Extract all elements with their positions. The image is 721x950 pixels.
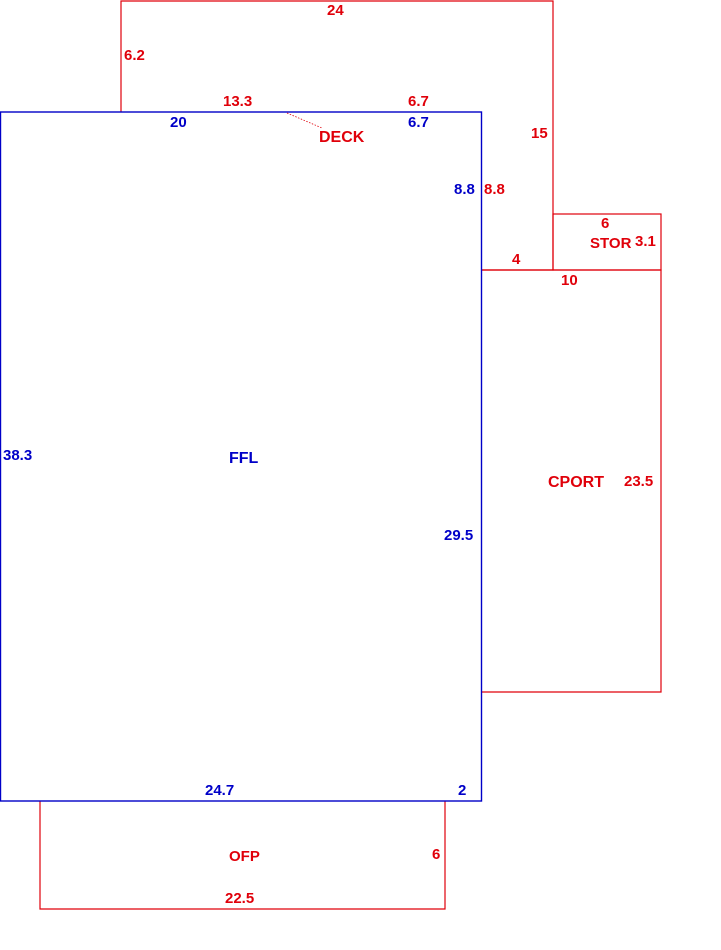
stor-label: STOR [590, 235, 632, 252]
dim-ffl-bottom: 24.7 [205, 782, 234, 799]
dim-ffl-left: 38.3 [3, 447, 32, 464]
dim-stor-top: 6 [601, 215, 609, 232]
dim-deck-top: 24 [327, 2, 344, 19]
dim-deck-lower-right: 8.8 [484, 181, 505, 198]
ofp-label: OFP [229, 848, 260, 865]
dim-deck-step: 4 [512, 251, 521, 268]
dim-deck-right: 15 [531, 125, 548, 142]
dim-stor-right: 3.1 [635, 233, 656, 250]
dim-ffl-top-right: 6.7 [408, 114, 429, 131]
ofp-outline [39, 801, 446, 910]
dim-ffl-right-upper: 8.8 [454, 181, 475, 198]
ffl-outline [0, 111, 483, 802]
dim-cport-right: 23.5 [624, 473, 653, 490]
dim-ffl-bottom-right: 2 [458, 782, 466, 799]
dim-ffl-right-lower: 29.5 [444, 527, 473, 544]
dim-deck-bottom-left: 13.3 [223, 93, 252, 110]
ffl-label: FFL [229, 450, 259, 467]
dim-deck-left: 6.2 [124, 47, 145, 64]
dim-deck-bottom-right: 6.7 [408, 93, 429, 110]
dim-ofp-bottom: 22.5 [225, 890, 254, 907]
cport-outline [482, 269, 662, 693]
deck-leader-line [286, 112, 323, 129]
dim-ffl-top-left: 20 [170, 114, 187, 131]
deck-label: DECK [319, 129, 365, 146]
cport-label: CPORT [548, 474, 604, 491]
dim-cport-top: 10 [561, 272, 578, 289]
dim-ofp-right: 6 [432, 846, 440, 863]
